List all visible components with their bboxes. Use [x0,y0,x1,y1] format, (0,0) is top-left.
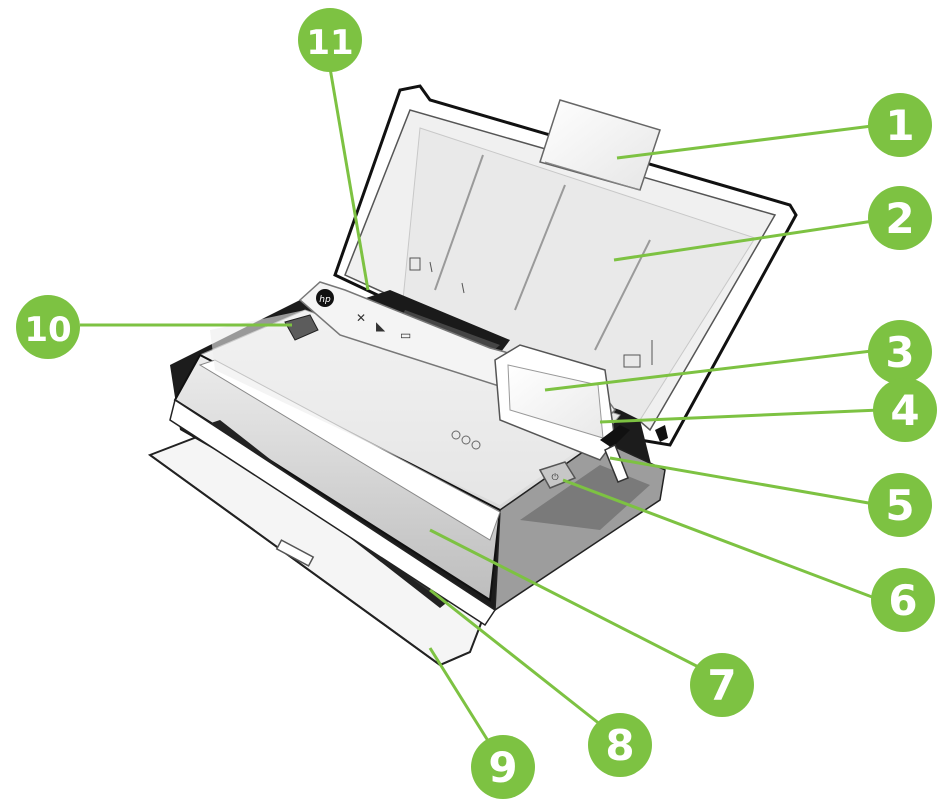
svg-text:9: 9 [488,743,517,792]
callout-9: 9 [471,735,535,799]
input-tray-extension [539,99,661,191]
front-status-icons [451,430,481,450]
paper-width-guide[interactable] [284,314,319,341]
control-panel-edge [600,425,630,448]
leader-line-1 [616,123,881,160]
callout-2: 2 [868,186,932,250]
callout-3: 3 [868,320,932,384]
svg-text:1: 1 [885,101,914,150]
svg-text:6: 6 [888,576,917,625]
callout-8: 8 [588,713,652,777]
callout-1: 1 [868,93,932,157]
svg-text:7: 7 [707,661,736,710]
wireless-icon: ◣ [376,319,386,333]
printer-body [169,300,666,627]
svg-text:4: 4 [890,386,919,435]
hp-logo-icon [316,289,334,307]
callout-11: 11 [298,8,362,72]
callout-7: 7 [690,653,754,717]
media-size-marks [409,257,653,368]
svg-text:3: 3 [885,328,914,377]
callout-6: 6 [871,568,935,632]
svg-text:8: 8 [605,721,634,770]
input-tray-cover [333,84,798,447]
svg-text:11: 11 [306,23,353,63]
svg-text:2: 2 [885,194,914,243]
leader-line-7 [429,528,721,680]
leader-line-4 [599,408,881,424]
svg-text:5: 5 [885,481,914,530]
usb-slot [604,443,629,483]
cover-latch [655,425,668,442]
leader-line-3 [544,348,881,392]
callout-4: 4 [873,378,937,442]
control-panel-display [494,344,616,461]
leader-line-6 [562,478,881,602]
svg-text:10: 10 [24,310,71,350]
power-icon: ⏻ [551,472,558,483]
callout-5: 5 [868,473,932,537]
leader-line-5 [609,456,881,507]
leader-line-2 [613,218,881,262]
printer-icon: ▭ [400,328,411,342]
svg-text:hp: hp [319,295,331,305]
cancel-icon: ✕ [356,311,366,325]
leader-line-8 [429,588,621,742]
callout-10: 10 [16,295,80,359]
leader-line-11 [328,67,370,291]
